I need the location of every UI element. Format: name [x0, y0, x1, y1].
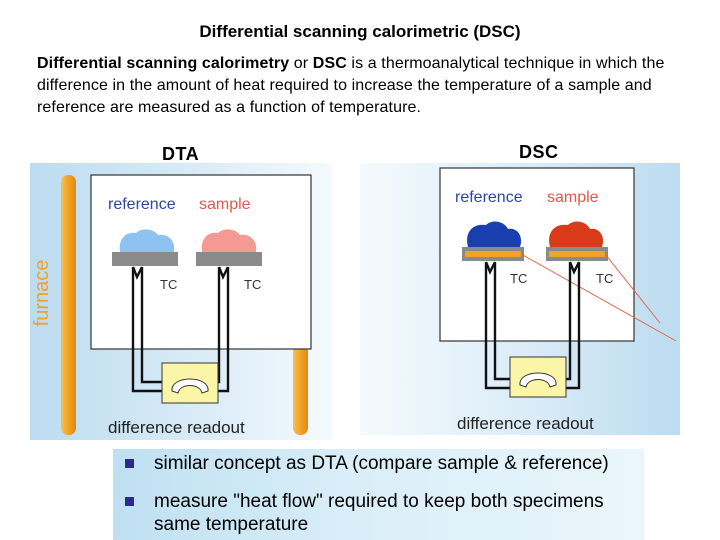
- bullet-item: similar concept as DTA (compare sample &…: [125, 452, 634, 475]
- dta-reference-label: reference: [108, 196, 176, 213]
- dsc-tc-right: TC: [596, 271, 613, 286]
- dsc-reference-heater: [465, 251, 521, 257]
- dta-readout-gauge-icon: [171, 378, 209, 394]
- dta-label: DTA: [162, 144, 200, 164]
- intro-paragraph: Differential scanning calorimetry or DSC…: [37, 53, 677, 119]
- dsc-readout-gauge-icon: [519, 372, 557, 388]
- dta-reference-pan: [112, 252, 178, 266]
- furnace-left-bar: [61, 175, 76, 435]
- dta-diagram: furnace reference sample TC TC differenc…: [30, 163, 332, 440]
- bullet-text: measure "heat flow" required to keep bot…: [154, 491, 604, 535]
- intro-abbr: DSC: [312, 55, 347, 72]
- dta-tc-right: TC: [244, 277, 261, 292]
- bullet-item: measure "heat flow" required to keep bot…: [125, 490, 634, 536]
- bullet-square-icon: [125, 459, 134, 468]
- dta-tc-left: TC: [160, 277, 177, 292]
- dsc-diagram: reference sample TC TC difference readou…: [360, 163, 680, 435]
- dta-sample-blob: [201, 229, 257, 252]
- dsc-sample-label: sample: [547, 189, 599, 206]
- dsc-readout-label: difference readout: [457, 414, 594, 433]
- bullet-square-icon: [125, 497, 134, 506]
- dsc-reference-label: reference: [455, 189, 523, 206]
- dsc-label: DSC: [519, 142, 559, 162]
- dta-readout-label: difference readout: [108, 418, 245, 437]
- dsc-tc-left: TC: [510, 271, 527, 286]
- furnace-label: furnace: [31, 260, 53, 327]
- bullet-list: similar concept as DTA (compare sample &…: [113, 449, 644, 540]
- dta-sample-label: sample: [199, 196, 251, 213]
- bullet-text: similar concept as DTA (compare sample &…: [154, 453, 609, 474]
- dta-sample-pan: [196, 252, 262, 266]
- dsc-sample-heater: [549, 251, 605, 257]
- dsc-heater-pointer-lines: [520, 253, 677, 342]
- intro-or: or: [289, 55, 313, 72]
- dta-reference-blob: [119, 229, 175, 252]
- intro-term: Differential scanning calorimetry: [37, 55, 290, 72]
- slide-title: Differential scanning calorimetric (DSC): [199, 22, 521, 41]
- dsc-thermocouple-wires: [484, 261, 581, 390]
- intro-rest: is a thermoanalytical technique in which…: [37, 55, 665, 116]
- dsc-reference-blob: [467, 221, 522, 247]
- dsc-sample-blob: [549, 221, 604, 247]
